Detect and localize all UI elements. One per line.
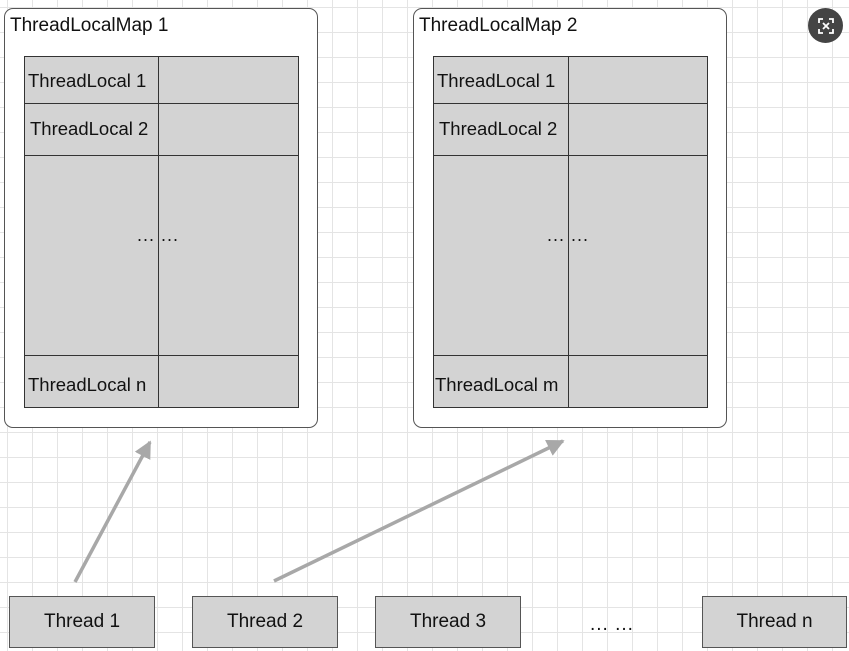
table-row-label: ThreadLocal 2 (439, 118, 558, 139)
threads-ellipsis: ... ... (590, 614, 634, 635)
thread-box: Thread n (702, 596, 847, 648)
row-divider (25, 355, 298, 356)
row-divider (434, 103, 707, 104)
map-table: ThreadLocal 1 ThreadLocal 2 ThreadLocal … (24, 56, 299, 408)
collapse-button[interactable] (808, 8, 843, 43)
row-divider (25, 103, 298, 104)
ellipsis-text: ... ... (137, 225, 180, 245)
map-table: ThreadLocal 1 ThreadLocal 2 ThreadLocal … (433, 56, 708, 408)
threadlocalmap-2: ThreadLocalMap 2 ThreadLocal 1 ThreadLoc… (413, 8, 727, 428)
collapse-icon (817, 17, 834, 34)
column-divider (568, 57, 569, 407)
table-row-label: ThreadLocal 1 (437, 70, 556, 91)
column-divider (158, 57, 159, 407)
row-divider (25, 155, 298, 156)
table-row-label: ThreadLocal m (435, 374, 559, 395)
ellipsis-text: ... ... (547, 225, 590, 245)
row-divider (434, 355, 707, 356)
thread-box: Thread 3 (375, 596, 521, 648)
arrow-thread2-to-map2 (273, 439, 565, 583)
map-title: ThreadLocalMap 2 (419, 15, 578, 36)
row-divider (434, 155, 707, 156)
map-title: ThreadLocalMap 1 (10, 15, 169, 36)
thread-box: Thread 2 (192, 596, 338, 648)
table-row-label: ThreadLocal 1 (28, 70, 147, 91)
table-row-label: ThreadLocal n (28, 374, 147, 395)
arrow-thread1-to-map1 (73, 440, 152, 583)
table-row-label: ThreadLocal 2 (30, 118, 149, 139)
threadlocalmap-1: ThreadLocalMap 1 ThreadLocal 1 ThreadLoc… (4, 8, 318, 428)
thread-box: Thread 1 (9, 596, 155, 648)
